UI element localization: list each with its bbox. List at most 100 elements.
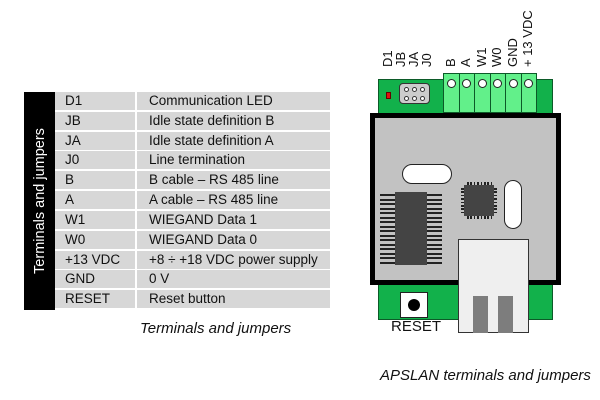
jumper-block	[399, 83, 430, 104]
chip-pin	[473, 216, 476, 219]
chip-pin	[461, 198, 464, 200]
chip-pin	[494, 211, 497, 214]
terminal-a	[460, 74, 475, 112]
jumper-pin	[420, 96, 425, 101]
table-cell-description: Idle state definition A	[137, 131, 330, 150]
rj45-connector	[458, 239, 529, 333]
chip-pin	[427, 212, 442, 214]
chip-pin	[477, 182, 479, 185]
chip-pin	[427, 216, 442, 219]
chip-pin	[494, 191, 497, 193]
chip-pin	[494, 208, 497, 210]
terminal-gnd	[506, 74, 522, 112]
chip-pin	[427, 248, 442, 250]
board-caption: APSLAN terminals and jumpers	[380, 367, 591, 384]
table-cell-description: B cable – RS 485 line	[137, 171, 330, 190]
chip-pin	[380, 212, 395, 214]
chip-pin	[494, 188, 497, 190]
table-row: +13 VDC+8 ÷ +18 VDC power supply	[55, 250, 330, 269]
table-cell-terminal: A	[55, 191, 135, 210]
chip-pin	[380, 198, 395, 201]
chip-pin	[380, 221, 395, 223]
chip-pin	[427, 257, 442, 259]
chip-pin	[494, 201, 497, 204]
table-cell-description: 0 V	[137, 270, 330, 289]
chip-pin	[380, 243, 395, 246]
chip-pin	[470, 216, 472, 219]
reset-label: RESET	[391, 318, 442, 335]
qfp-chip	[464, 185, 494, 216]
table-cell-terminal: JB	[55, 111, 135, 130]
chip-pin	[484, 182, 486, 185]
chip-pin	[427, 239, 442, 241]
chip-pin	[490, 182, 493, 185]
rj45-prong	[473, 296, 488, 333]
jumper-pin	[412, 87, 417, 92]
chip-pin	[427, 230, 442, 232]
jumper-pin	[420, 87, 425, 92]
oval-opening-horizontal	[402, 164, 452, 184]
chip-pin	[380, 252, 395, 255]
table-cell-description: A cable – RS 485 line	[137, 191, 330, 210]
table-cell-description: Line termination	[137, 151, 330, 170]
chip-pin	[380, 234, 395, 237]
chip-pin	[461, 205, 464, 207]
reset-button	[400, 292, 428, 318]
chip-pin	[467, 216, 469, 219]
chip-pin	[461, 188, 464, 190]
chip-pin	[461, 211, 464, 214]
table-cell-terminal: +13 VDC	[55, 250, 135, 269]
terminal-13vdc	[522, 74, 538, 112]
chip-pin	[467, 182, 469, 185]
chip-pin	[427, 234, 442, 237]
chip-pin	[380, 230, 395, 232]
table-cell-terminal: J0	[55, 151, 135, 170]
chip-pin	[427, 261, 442, 264]
table-cell-terminal: GND	[55, 270, 135, 289]
table-cell-description: Idle state definition B	[137, 111, 330, 130]
chip-pin	[494, 205, 497, 207]
chip-pin	[427, 225, 442, 228]
chip-pin	[380, 248, 395, 250]
chip-pin	[380, 261, 395, 264]
jumper-pin	[404, 96, 409, 101]
jumper-pin	[404, 87, 409, 92]
table-cell-description: +8 ÷ +18 VDC power supply	[137, 250, 330, 269]
table-cell-terminal: W1	[55, 210, 135, 229]
chip-pin	[427, 207, 442, 210]
soic-chip	[395, 192, 427, 265]
chip-pin	[380, 225, 395, 228]
chip-pin	[380, 239, 395, 241]
table-caption: Terminals and jumpers	[140, 320, 292, 337]
chip-pin	[427, 252, 442, 255]
chip-pin	[487, 216, 489, 219]
chip-pin	[490, 216, 493, 219]
table-cell-terminal: B	[55, 171, 135, 190]
oval-opening-vertical	[504, 180, 522, 229]
chip-pin	[461, 208, 464, 210]
chip-pin	[470, 182, 472, 185]
chip-pin	[461, 201, 464, 204]
table-cell-description: WIEGAND Data 0	[137, 230, 330, 249]
terminal-w1	[475, 74, 491, 112]
table-cell-description: WIEGAND Data 1	[137, 210, 330, 229]
table-cell-terminal: D1	[55, 92, 135, 110]
chip-pin	[487, 182, 489, 185]
chip-pin	[473, 182, 476, 185]
chip-pin	[427, 243, 442, 246]
chip-pin	[484, 216, 486, 219]
chip-pin	[427, 198, 442, 201]
chip-pin	[480, 182, 483, 185]
jumper-pin	[412, 96, 417, 101]
rj45-prong	[498, 296, 513, 333]
table-cell-terminal: RESET	[55, 290, 135, 309]
chip-pin	[494, 198, 497, 200]
chip-pin	[427, 203, 442, 205]
